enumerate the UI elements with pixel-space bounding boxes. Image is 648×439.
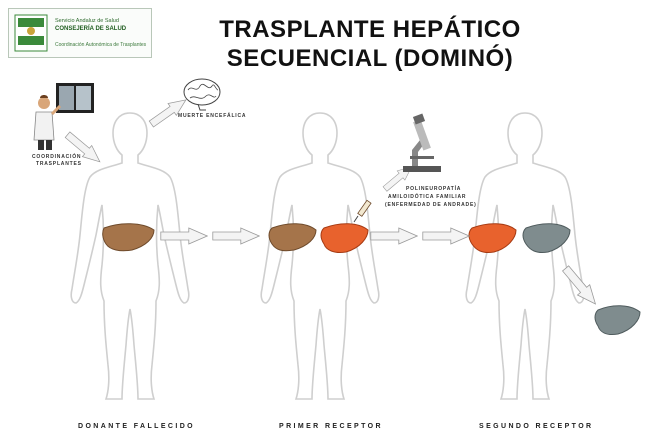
second-recipient-caption: SEGUNDO RECEPTOR [479,423,594,430]
donor-caption: DONANTE FALLECIDO [78,423,195,430]
disease-label-line1: POLINEUROPATÍA [406,186,461,192]
brain-death-label: MUERTE ENCEFÁLICA [178,113,246,119]
disease-label-line2: AMILOIDÓTICA FAMILIAR [388,194,466,200]
microscope-icon [403,114,441,172]
arrow-brain-death [147,94,190,130]
first-recipient-silhouette [261,113,379,399]
second-recipient-silhouette [466,113,584,399]
coordination-label-line2: TRASPLANTES [36,161,82,167]
disease-label-line3: (ENFERMEDAD DE ANDRADE) [385,202,477,208]
removed-liver-icon [595,306,640,335]
coordination-label-line1: COORDINACIÓN [32,154,81,160]
brain-icon [184,79,220,110]
first-recipient-caption: PRIMER RECEPTOR [279,423,383,430]
arrow-recipient-to-second-2 [423,228,469,244]
transplant-coordinator-icon [34,83,94,150]
arrow-donor-to-recipient-2 [213,228,259,244]
arrow-recipient-to-second-1 [371,228,417,244]
